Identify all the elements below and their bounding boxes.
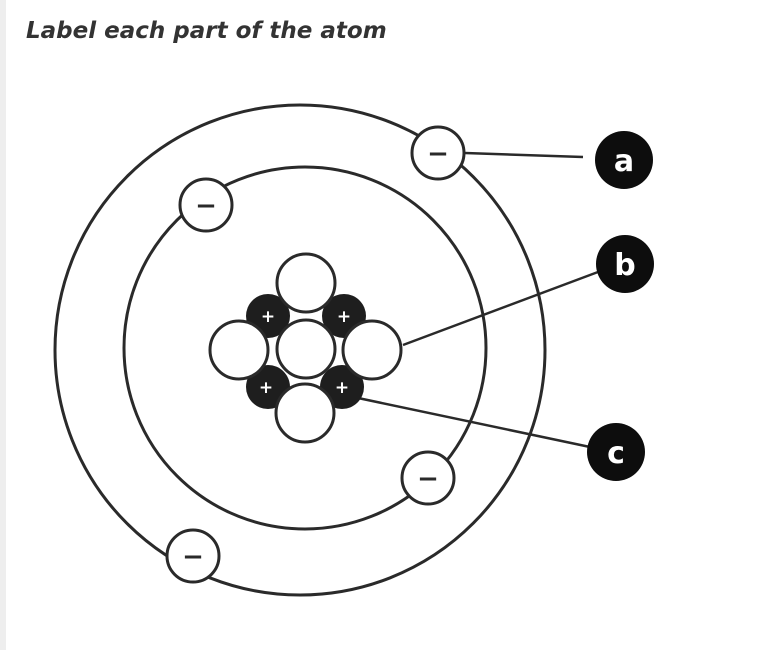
label-b: b: [596, 235, 654, 293]
electron-minus-sign: −: [417, 464, 439, 494]
outer-orbit: [53, 103, 547, 597]
leader-line-c: [357, 396, 591, 449]
neutron: [341, 319, 403, 381]
proton-plus-sign: +: [337, 307, 351, 327]
label-a: a: [595, 131, 653, 189]
proton-plus-sign: +: [335, 378, 349, 398]
question-title: Label each part of the atom: [26, 18, 387, 44]
label-a-text: a: [614, 144, 634, 179]
neutron: [208, 319, 270, 381]
left-border: [0, 0, 6, 650]
neutron: [275, 252, 337, 314]
label-b-text: b: [614, 248, 635, 283]
inner-orbit: [122, 165, 488, 531]
leader-line-b: [402, 270, 599, 347]
label-c-text: c: [607, 436, 625, 471]
electron: −: [400, 450, 456, 506]
electron-minus-sign: −: [182, 542, 204, 572]
label-c: c: [587, 423, 645, 481]
nucleus: + + + +: [208, 252, 403, 444]
electron: −: [178, 177, 234, 233]
electron-minus-sign: −: [195, 191, 217, 221]
electron: −: [165, 528, 221, 584]
electron: −: [410, 125, 466, 181]
neutron: [275, 318, 337, 380]
proton-plus-sign: +: [261, 307, 275, 327]
proton-plus-sign: +: [259, 378, 273, 398]
electron-minus-sign: −: [427, 139, 449, 169]
neutron: [274, 382, 336, 444]
leader-line-a: [464, 151, 584, 159]
